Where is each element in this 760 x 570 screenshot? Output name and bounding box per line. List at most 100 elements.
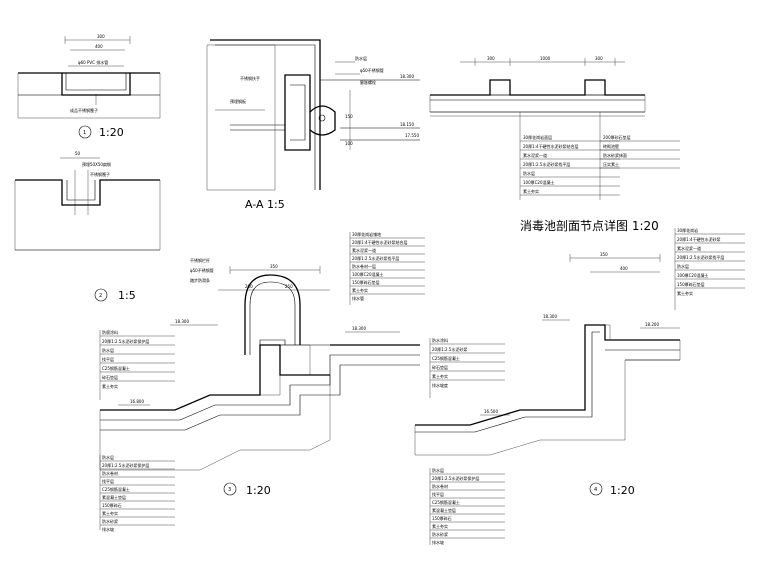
d3-top-note-1: 不锈钢栏杆 (190, 257, 210, 263)
detail1-dim-2: 400 (95, 44, 103, 49)
d4-top-notes: 30厚花岗岩 20厚1:4干硬性水泥砂浆 素水泥浆一道 20厚1:2.5水泥砂浆… (675, 227, 745, 296)
dis-dim-1: 300 (487, 56, 495, 61)
d4-t-2: 20厚1:4干硬性水泥砂浆 (677, 236, 721, 242)
disinfect-title: 消毒池剖面节点详图 1:20 (520, 218, 659, 233)
detail1-note-1: φ60 PVC 排水管 (78, 59, 108, 65)
d4-t-7: 150厚碎石垫层 (677, 281, 705, 287)
d3-l-7: 素土夯实 (102, 383, 118, 389)
d3-b-8: 素土夯实 (102, 510, 118, 516)
d4-t-3: 素水泥浆一道 (677, 245, 701, 251)
d3-top-note-3: 踏步防滑条 (190, 277, 210, 283)
d3-l-5: C25钢筋混凝土 (102, 365, 130, 371)
dis-layer-4: 20厚1:2.5水泥砂浆找平层 (523, 161, 570, 167)
aa-title: A-A 1:5 (245, 198, 285, 211)
d4-t-5: 防水层 (677, 263, 689, 269)
d3-b-5: C25钢筋混凝土 (102, 486, 130, 492)
dis-dim-3: 300 (595, 56, 603, 61)
d3-l-3: 防水层 (102, 347, 114, 353)
dis-layer-3: 素水泥浆一道 (523, 152, 547, 158)
detail2-number-circle (94, 288, 108, 302)
aa-level-1: 18.300 (400, 74, 414, 79)
d3-b-6: 素混凝土垫层 (102, 494, 126, 500)
aa-note-5: 膨胀螺栓 (360, 79, 376, 85)
detail4-scale: 1:20 (610, 484, 635, 497)
d3-b-2: 20厚1:2.5水泥砂浆保护层 (102, 462, 149, 468)
d4-b-3: 防水卷材 (432, 483, 448, 489)
d4-b-8: 素土夯实 (432, 523, 448, 529)
section-aa: 不锈钢扶手 预埋钢板 防水层 φ50不锈钢管 膨胀螺栓 18.300 18.15… (206, 39, 420, 211)
d3-r-5: 防水卷材一层 (352, 263, 376, 269)
d3-b-4: 找平层 (102, 478, 114, 484)
d4-l-5: 素土夯实 (432, 373, 448, 379)
d3-l-6: 碎石垫层 (102, 374, 118, 380)
dis-layer-8: 200厚砂石垫层 (603, 134, 631, 140)
aa-level-3: 17.550 (405, 133, 419, 138)
d3-r-7: 150厚碎石垫层 (352, 279, 380, 285)
d3-l-2: 20厚1:2.5水泥砂浆保护层 (102, 338, 149, 344)
d3-l-1: 防腐涂料 (102, 329, 118, 335)
d4-b-1: 防水层 (432, 467, 444, 473)
d4-l-3: C25钢筋混凝土 (432, 355, 460, 361)
detail2-note-2: 不锈钢篦子 (90, 171, 110, 177)
d3-b-7: 150厚碎石 (102, 502, 122, 508)
detail2-dim: 50 (75, 151, 81, 156)
d3-left-notes: 防腐涂料 20厚1:2.5水泥砂浆保护层 防水层 找平层 C25钢筋混凝土 碎石… (100, 329, 175, 389)
detail1-number: 1 (83, 130, 86, 136)
d4-level-1: 18.300 (543, 314, 557, 319)
dis-layer-list-right: 200厚砂石垫层 砖砌池壁 防水砂浆抹面 压实素土 (600, 134, 680, 169)
detail4-number-circle (589, 482, 603, 496)
detail-1: 300 400 φ60 PVC 排水管 成品不锈钢篦子 1 1:20 (17, 34, 161, 139)
disinfect-section: 300 1000 300 30厚花岗岩面层 20厚1:4干硬性水泥砂浆结合层 素… (429, 56, 680, 233)
detail1-scale: 1:20 (99, 126, 124, 139)
d3-b-3: 防水卷材 (102, 470, 118, 476)
aa-note-1: 不锈钢扶手 (240, 75, 260, 81)
d4-b-4: 找平层 (432, 491, 444, 497)
d3-bottom-notes: 防水层 20厚1:2.5水泥砂浆保护层 防水卷材 找平层 C25钢筋混凝土 素混… (100, 454, 175, 532)
d4-b-6: 素混凝土垫层 (432, 507, 456, 513)
d4-bottom-notes: 防水层 20厚1:2.5水泥砂浆保护层 防水卷材 找平层 C25钢筋混凝土 素混… (430, 467, 505, 545)
dis-layer-11: 压实素土 (603, 161, 619, 167)
dis-layer-2: 20厚1:4干硬性水泥砂浆结合层 (523, 143, 579, 149)
d4-dim-2: 400 (620, 266, 628, 271)
dis-layer-10: 防水砂浆抹面 (603, 152, 627, 158)
dis-layer-list: 30厚花岗岩面层 20厚1:4干硬性水泥砂浆结合层 素水泥浆一道 20厚1:2.… (520, 134, 620, 196)
aa-note-2: 预埋钢板 (230, 98, 246, 104)
d4-level-2: 18.200 (645, 322, 659, 327)
detail3-scale: 1:20 (246, 484, 271, 497)
d3-b-10: 排水坡 (102, 526, 114, 532)
d4-t-1: 30厚花岗岩 (677, 227, 698, 233)
d4-t-6: 100厚C20混凝土 (677, 272, 709, 278)
d4-l-6: 排水坡度 (432, 382, 448, 388)
detail4-number: 4 (594, 487, 597, 493)
dis-layer-1: 30厚花岗岩面层 (523, 134, 552, 140)
d3-l-4: 找平层 (102, 356, 114, 362)
d4-level-3: 16.500 (484, 409, 498, 414)
detail-4: 350 400 18.300 18.200 16.500 30厚花岗岩 20厚1… (414, 227, 745, 545)
d3-level-3: 16.800 (130, 399, 144, 404)
d3-r-6: 100厚C20混凝土 (352, 271, 384, 277)
d4-b-5: C25钢筋混凝土 (432, 499, 460, 505)
dis-dim-2: 1000 (540, 56, 551, 61)
dis-layer-5: 防水层 (523, 170, 535, 176)
d3-level-1: 18.300 (175, 319, 189, 324)
d3-r-3: 素水泥浆一道 (352, 247, 376, 253)
d4-left-notes: 防水涂料 20厚1:2.5水泥砂浆 C25钢筋混凝土 碎石垫层 素土夯实 排水坡… (430, 337, 505, 388)
detail-2: 50 预埋50X50扁钢 不锈钢篦子 2 1:5 (14, 151, 161, 302)
d3-dim-3: 250 (285, 284, 293, 289)
detail3-number-circle (223, 482, 237, 496)
aa-dim-1: 150 (345, 114, 353, 119)
d3-top-note-2: φ50不锈钢管 (190, 267, 214, 273)
d3-b-1: 防水层 (102, 454, 114, 460)
d3-r-8: 素土夯实 (352, 287, 368, 293)
aa-note-3: 防水层 (355, 55, 367, 61)
d4-l-1: 防水涂料 (432, 337, 448, 343)
d3-r-9: 排水管 (352, 295, 364, 301)
detail3-number: 3 (228, 487, 231, 493)
detail1-note-2: 成品不锈钢篦子 (70, 107, 98, 113)
detail1-number-circle (78, 125, 92, 139)
detail2-number: 2 (99, 293, 102, 299)
detail2-scale: 1:5 (118, 289, 136, 302)
d3-r-2: 20厚1:4干硬性水泥砂浆结合层 (352, 239, 408, 245)
d4-b-7: 150厚碎石 (432, 515, 452, 521)
